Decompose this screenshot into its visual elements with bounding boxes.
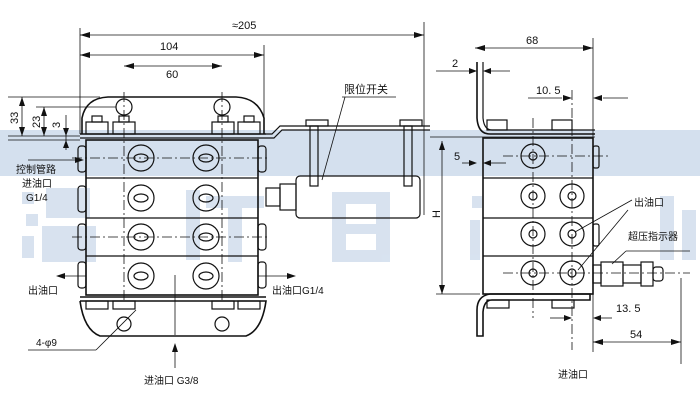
dim-label-68: 68 (526, 35, 538, 47)
dim-label-10-5: 10. 5 (536, 85, 560, 97)
dim-H: H (431, 141, 480, 295)
dim-60: 60 (124, 63, 222, 81)
arrow-head (75, 157, 84, 163)
dim-5: 5 (430, 136, 595, 166)
port (192, 184, 220, 212)
side-bolt (551, 119, 573, 131)
bottom-bolts (85, 300, 261, 310)
leader-line (95, 309, 137, 351)
side-bolt (486, 119, 508, 131)
side-top-bracket (476, 62, 595, 135)
port (192, 262, 220, 290)
leader-line (611, 250, 627, 265)
label-outlet-left: 出油口 (28, 284, 58, 297)
dim-verticals: 33 23 3 (8, 96, 116, 150)
label-limit-switch: 限位开关 (344, 82, 388, 96)
side-lug (592, 223, 600, 247)
watermark-char-3-mark (332, 192, 390, 262)
switch-bracket-lower (266, 129, 430, 139)
dim-label-205: ≈205 (232, 20, 256, 32)
side-bolt (486, 299, 510, 309)
dim-label-13-5: 13. 5 (616, 303, 640, 315)
watermark-char-5-mark (660, 196, 696, 260)
side-lug (592, 145, 600, 169)
dim-104: 104 (80, 41, 265, 120)
dim-10-5: 10. 5 (528, 85, 628, 101)
side-bolt (551, 299, 575, 309)
dim-54: 54 (593, 278, 682, 364)
dim-label-104: 104 (160, 41, 178, 53)
front-view: ≈205 104 60 33 23 3 限位开关 (8, 20, 430, 387)
top-mount-plate (81, 96, 265, 134)
dim-label-60: 60 (166, 69, 178, 81)
dim-label-33: 33 (9, 112, 21, 124)
dim-68: 68 (475, 35, 594, 140)
dim-label-3: 3 (51, 122, 63, 128)
label-control-line: 控制管路 (16, 163, 56, 176)
label-outlet-right: 出油口G1/4 (272, 284, 324, 297)
dim-label-54: 54 (630, 329, 642, 341)
label-inlet-bottom: 进油口 G3/8 (144, 374, 199, 387)
label-side-outlet: 出油口 (634, 196, 664, 209)
dim-2: 2 (436, 58, 510, 74)
dim-label-23: 23 (31, 116, 43, 128)
dim-205: ≈205 (79, 20, 425, 215)
limit-switch (265, 119, 423, 219)
bottom-mount-plate (79, 300, 267, 337)
switch-bracket (266, 125, 430, 135)
dim-label-2: 2 (452, 58, 458, 70)
leader-line (577, 209, 629, 271)
arrow-head (172, 343, 178, 352)
arrow-head (56, 273, 65, 279)
label-side-inlet: 进油口 (558, 368, 588, 381)
dim-label-H: H (431, 210, 443, 218)
side-view: 68 2 10. 5 5 H (430, 35, 690, 381)
port (127, 262, 155, 290)
overpressure-indicator (592, 261, 664, 287)
mount-hole (116, 316, 132, 332)
label-mount-holes: 4-φ9 (36, 338, 57, 349)
dim-label-5: 5 (454, 151, 460, 163)
watermark-char-4-mark (470, 196, 482, 260)
arrow-head (287, 273, 296, 279)
leader-line (574, 199, 633, 233)
leader-line (321, 96, 346, 181)
label-control-inlet: 进油口 (22, 177, 52, 190)
top-bolts (85, 115, 261, 135)
watermark (0, 130, 700, 262)
dim-13-5: 13. 5 (550, 290, 640, 352)
watermark-char-2-mark (186, 190, 264, 262)
port (127, 184, 155, 212)
label-overpressure-indicator: 超压指示器 (628, 230, 678, 243)
label-control-thread: G1/4 (26, 193, 48, 204)
mount-hole (214, 316, 230, 332)
